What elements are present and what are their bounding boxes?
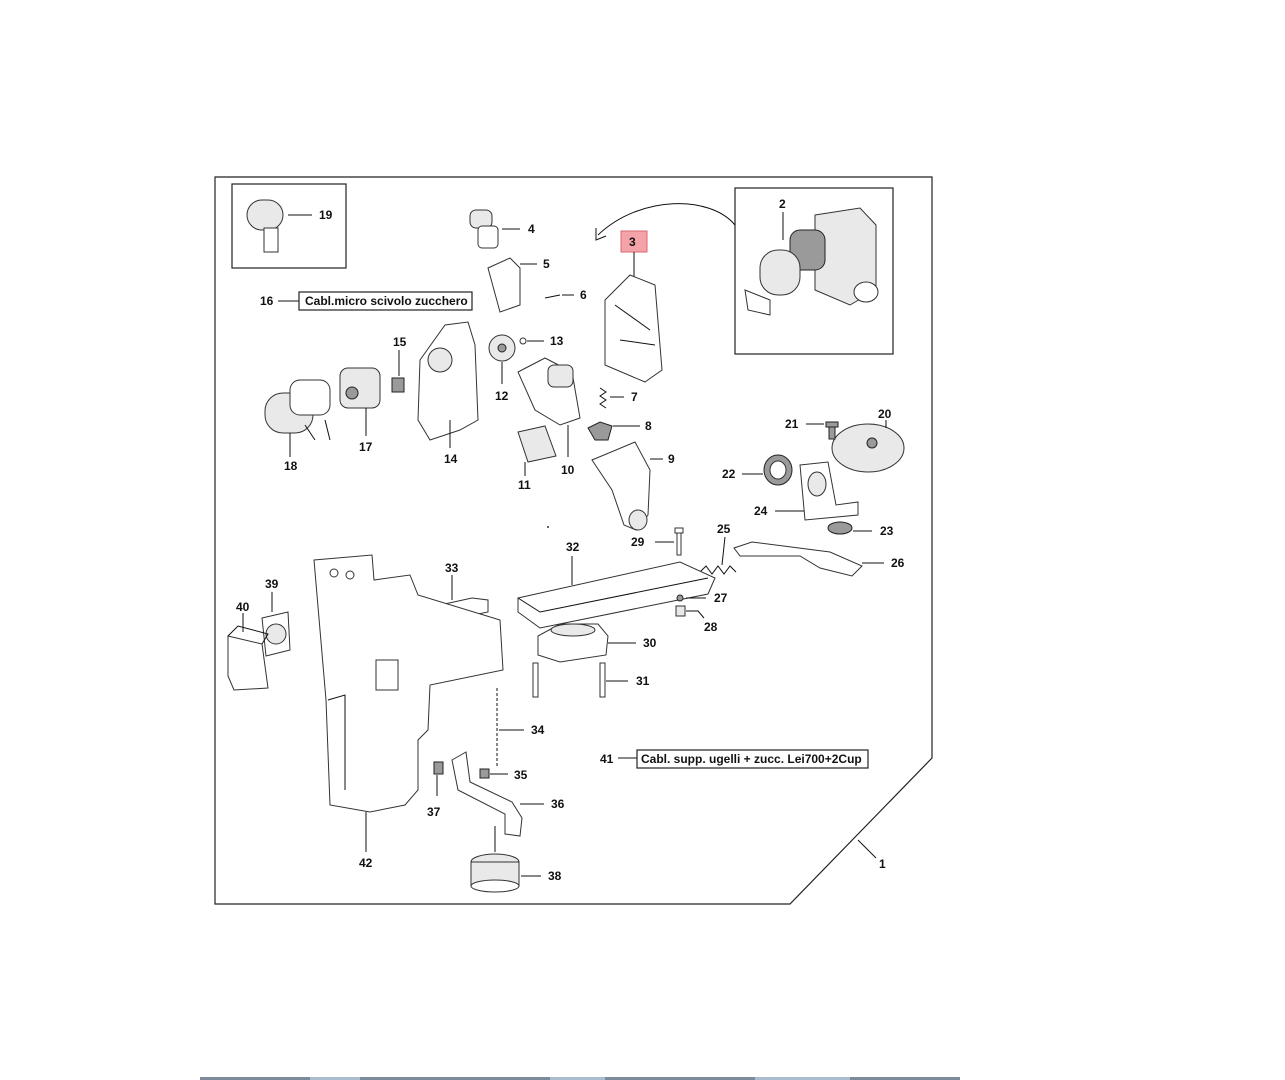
part-19-nozzle: [246, 199, 312, 253]
part-number-2: 2: [779, 197, 786, 211]
part-4-fitting: [469, 209, 499, 249]
part-14-housing: [417, 321, 479, 441]
part-number-30: 30: [643, 636, 657, 650]
part-number-33: 33: [445, 561, 459, 575]
part-18-motor: [264, 379, 331, 434]
part-number-36: 36: [551, 797, 565, 811]
part-number-31: 31: [636, 674, 650, 688]
part-number-24: 24: [754, 504, 768, 518]
part-25-spring: [699, 565, 737, 575]
part-number-8: 8: [645, 419, 652, 433]
part-number-14: 14: [444, 452, 458, 466]
part-number-37: 37: [427, 805, 441, 819]
part-35-screw: [479, 768, 490, 779]
part-number-19: 19: [319, 208, 333, 222]
part-number-5: 5: [543, 257, 550, 271]
part-number-1: 1: [879, 857, 886, 871]
part-17-gearbox: [339, 367, 381, 409]
bar-segment: [310, 1077, 360, 1080]
assembly-frame: [214, 176, 933, 905]
part-number-17: 17: [359, 440, 373, 454]
part-42-frame-panel: [313, 554, 504, 813]
part-6-pin: [544, 294, 561, 299]
part-number-29: 29: [631, 535, 645, 549]
part-number-3[interactable]: 3: [629, 235, 636, 249]
part-21-screw: [825, 421, 839, 440]
part-number-18: 18: [284, 459, 298, 473]
part-number-41: 41: [600, 752, 614, 766]
bar-segment: [550, 1077, 605, 1080]
part-36-bracket: [451, 751, 523, 837]
inset-box-19: [231, 183, 347, 269]
stray-mark: [547, 526, 549, 528]
part-32-base-plate: [517, 561, 716, 629]
part-22-ring: [763, 454, 793, 486]
part-number-27: 27: [714, 591, 728, 605]
part-26-support: [733, 541, 863, 577]
part-number-13: 13: [550, 334, 564, 348]
part-number-28: 28: [704, 620, 718, 634]
reference-arrow: [597, 203, 736, 236]
part-31-rods: [532, 662, 606, 698]
part-2-motor-assembly: [744, 207, 879, 316]
part-30-ring: [537, 623, 609, 663]
part-number-9: 9: [668, 452, 675, 466]
part-9-funnel: [591, 441, 651, 531]
part-11-plate: [517, 425, 557, 463]
part-number-34: 34: [531, 723, 545, 737]
part-12-gear: [488, 334, 516, 362]
part-number-11: 11: [518, 478, 531, 492]
part-number-12: 12: [495, 389, 509, 403]
part-40-box: [227, 625, 269, 691]
part-7-spring: [599, 387, 607, 409]
part-number-39: 39: [265, 577, 279, 591]
part-number-25: 25: [717, 522, 731, 536]
part-number-26: 26: [891, 556, 905, 570]
part-20-cover: [831, 423, 905, 473]
part-number-32: 32: [566, 540, 580, 554]
part-number-22: 22: [722, 467, 736, 481]
part-number-38: 38: [548, 869, 562, 883]
bar-segment: [755, 1077, 850, 1080]
reference-arrow-head: [595, 228, 607, 241]
part-37-nut: [433, 761, 444, 775]
part-number-23: 23: [880, 524, 894, 538]
part-number-6: 6: [580, 288, 587, 302]
part-27-washer: [676, 594, 684, 602]
part-3-housing: [604, 274, 663, 383]
part-29-bolt: [674, 527, 684, 556]
cable-label-41-box: [636, 749, 869, 769]
part-13-washer: [519, 337, 527, 345]
inset-box-2: [734, 187, 894, 355]
part-number-40: 40: [236, 600, 250, 614]
cable-label-16: Cabl.micro scivolo zucchero: [305, 294, 468, 308]
part-10-chute: [517, 357, 581, 426]
part-number-21: 21: [785, 417, 799, 431]
part-38-foot: [470, 826, 520, 893]
part-number-35: 35: [514, 768, 528, 782]
part-15-switch: [391, 377, 405, 393]
part-23-nut: [827, 521, 853, 535]
cable-label-41: Cabl. supp. ugelli + zucc. Lei700+2Cup: [641, 752, 862, 766]
part-24-bracket: [799, 461, 859, 521]
part-8-clip: [587, 421, 613, 441]
part-28-nut: [675, 605, 686, 617]
part-number-16: 16: [260, 294, 274, 308]
part-number-15: 15: [393, 335, 407, 349]
part-39-grommet: [261, 611, 291, 657]
bottom-scroll-bar[interactable]: [200, 1077, 960, 1080]
part-number-20: 20: [878, 407, 892, 421]
part-number-42: 42: [359, 856, 373, 870]
cable-label-16-box: [298, 291, 473, 311]
part-number-4: 4: [528, 222, 535, 236]
part-number-10: 10: [561, 463, 575, 477]
part-5-bracket: [487, 257, 521, 313]
part-number-7: 7: [631, 390, 638, 404]
